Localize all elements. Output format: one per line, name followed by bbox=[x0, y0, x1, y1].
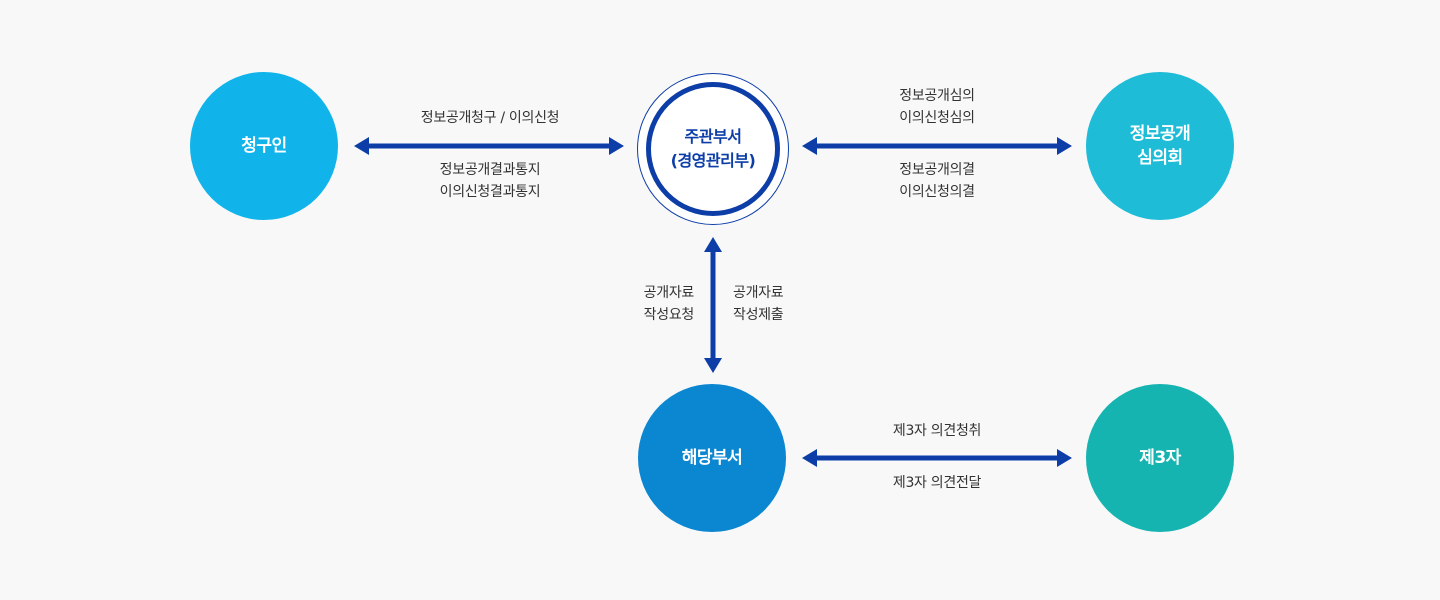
edge-label-line: 제3자 의견청취 bbox=[892, 423, 982, 439]
edge-label-line: 정보공개심의 bbox=[899, 88, 975, 104]
node-committee-label-line1: 정보공개 bbox=[1129, 124, 1191, 144]
edge-requester-main-bottom-label: 정보공개결과통지 이의신청결과통지 bbox=[384, 159, 596, 203]
edge-label-line: 정보공개의결 bbox=[899, 162, 975, 178]
edge-main-responsible-right-label: 공개자료 작성제출 bbox=[733, 282, 833, 326]
edge-label-line: 제3자 의견전달 bbox=[892, 475, 982, 491]
edge-main-committee-top-label: 정보공개심의 이의신청심의 bbox=[836, 85, 1038, 129]
edge-label-line: 이의신청결과통지 bbox=[439, 184, 541, 200]
edge-label-line: 공개자료 bbox=[643, 285, 695, 301]
node-main-dept-inner-ring: 주관부서 (경영관리부) bbox=[646, 82, 780, 216]
node-main-dept-label-line2: (경영관리부) bbox=[670, 151, 756, 170]
edge-main-responsible-left-label: 공개자료 작성요청 bbox=[594, 282, 695, 326]
edge-label-line: 이의신청의결 bbox=[899, 184, 975, 200]
arrow-responsible-third bbox=[802, 449, 1072, 467]
node-main-dept-label-line1: 주관부서 bbox=[684, 127, 742, 146]
node-dept-responsible: 해당부서 bbox=[638, 384, 786, 532]
edge-label-line: 작성제출 bbox=[733, 307, 784, 323]
edge-main-committee-bottom-label: 정보공개의결 이의신청의결 bbox=[836, 159, 1038, 203]
node-main-dept: 주관부서 (경영관리부) bbox=[637, 73, 789, 225]
edge-label-line: 작성요청 bbox=[643, 307, 695, 323]
edge-label-line: 정보공개청구 / 이의신청 bbox=[420, 110, 560, 126]
edge-responsible-third-top-label: 제3자 의견청취 bbox=[836, 420, 1038, 442]
arrow-main-committee bbox=[802, 137, 1072, 155]
node-dept-responsible-label: 해당부서 bbox=[681, 448, 743, 468]
edge-label-line: 공개자료 bbox=[733, 285, 784, 301]
node-third-party-label: 제3자 bbox=[1139, 448, 1181, 468]
node-committee-label-line2: 심의회 bbox=[1137, 148, 1183, 168]
arrow-main-responsible bbox=[704, 237, 722, 373]
node-requester: 청구인 bbox=[190, 72, 338, 220]
edge-responsible-third-bottom-label: 제3자 의견전달 bbox=[836, 472, 1038, 494]
node-requester-label: 청구인 bbox=[241, 136, 287, 156]
edge-requester-main-top-label: 정보공개청구 / 이의신청 bbox=[384, 107, 596, 129]
edge-label-line: 이의신청심의 bbox=[899, 110, 975, 126]
edge-label-line: 정보공개결과통지 bbox=[439, 162, 541, 178]
node-committee: 정보공개 심의회 bbox=[1086, 72, 1234, 220]
node-third-party: 제3자 bbox=[1086, 384, 1234, 532]
arrow-requester-main bbox=[354, 137, 624, 155]
